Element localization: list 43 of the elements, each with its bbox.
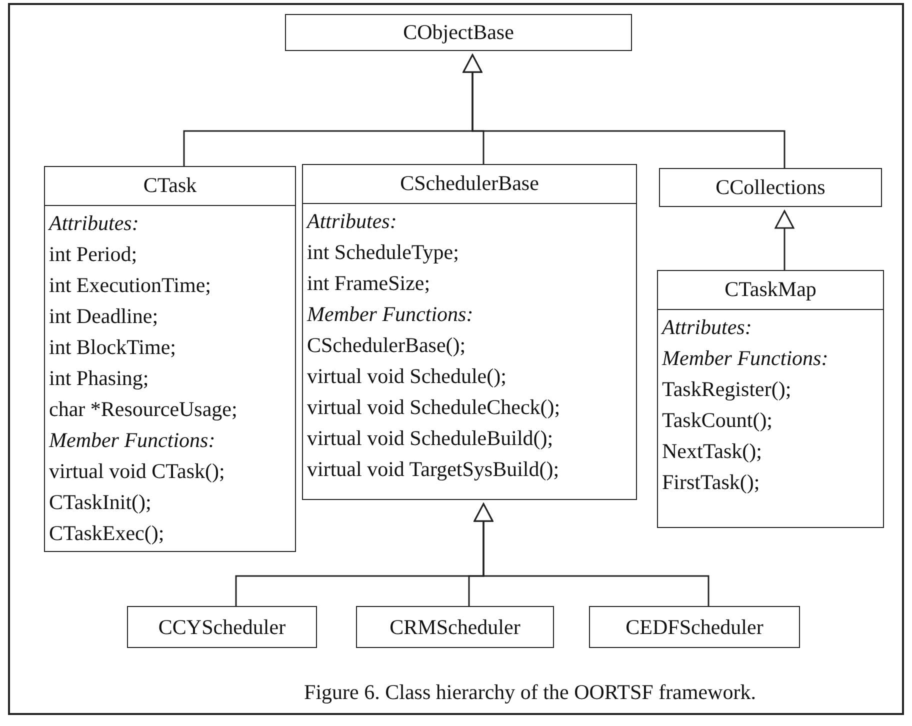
class-name: CTask <box>45 167 295 206</box>
class-name: CObjectBase <box>402 19 515 46</box>
member-text: FirstTask(); <box>662 469 760 496</box>
class-box <box>302 164 637 500</box>
class-box <box>356 606 554 648</box>
member-text: CTaskExec(); <box>49 520 164 547</box>
member-text: TaskCount(); <box>662 407 773 434</box>
class-box <box>285 14 632 51</box>
member-text: virtual void ScheduleBuild(); <box>307 425 554 452</box>
member-text: int Deadline; <box>49 303 158 330</box>
section-label: Attributes: <box>662 314 752 341</box>
class-name: CCollections <box>714 174 826 201</box>
class-name: CSchedulerBase <box>303 165 636 204</box>
section-label: Member Functions: <box>662 345 828 372</box>
class-box <box>657 270 884 528</box>
section-label: Member Functions: <box>49 427 216 454</box>
figure-caption: Figure 6. Class hierarchy of the OORTSF framework. <box>303 680 757 705</box>
member-text: int Phasing; <box>49 365 149 392</box>
member-text: int ScheduleType; <box>307 239 459 266</box>
member-text: virtual void Schedule(); <box>307 363 506 390</box>
class-box <box>44 166 296 552</box>
class-box <box>127 606 317 648</box>
member-text: int FrameSize; <box>307 270 430 297</box>
member-text: CSchedulerBase(); <box>307 332 466 359</box>
member-text: virtual void CTask(); <box>49 458 225 485</box>
class-name: CRMScheduler <box>388 614 522 640</box>
member-text: TaskRegister(); <box>662 376 792 403</box>
class-box <box>659 168 882 207</box>
member-text: char *ResourceUsage; <box>49 396 238 423</box>
member-text: int Period; <box>49 241 138 268</box>
member-text: CTaskInit(); <box>49 489 152 516</box>
section-label: Attributes: <box>307 208 397 235</box>
class-name: CCYScheduler <box>157 614 287 640</box>
member-text: int BlockTime; <box>49 334 176 361</box>
member-text: virtual void ScheduleCheck(); <box>307 394 560 421</box>
section-label: Attributes: <box>49 210 139 237</box>
section-label: Member Functions: <box>307 301 474 328</box>
class-box <box>589 606 800 648</box>
member-text: int ExecutionTime; <box>49 272 211 299</box>
class-name: CTaskMap <box>658 271 883 310</box>
member-text: virtual void TargetSysBuild(); <box>307 456 560 483</box>
class-name: CEDFScheduler <box>624 614 764 640</box>
member-text: NextTask(); <box>662 438 762 465</box>
